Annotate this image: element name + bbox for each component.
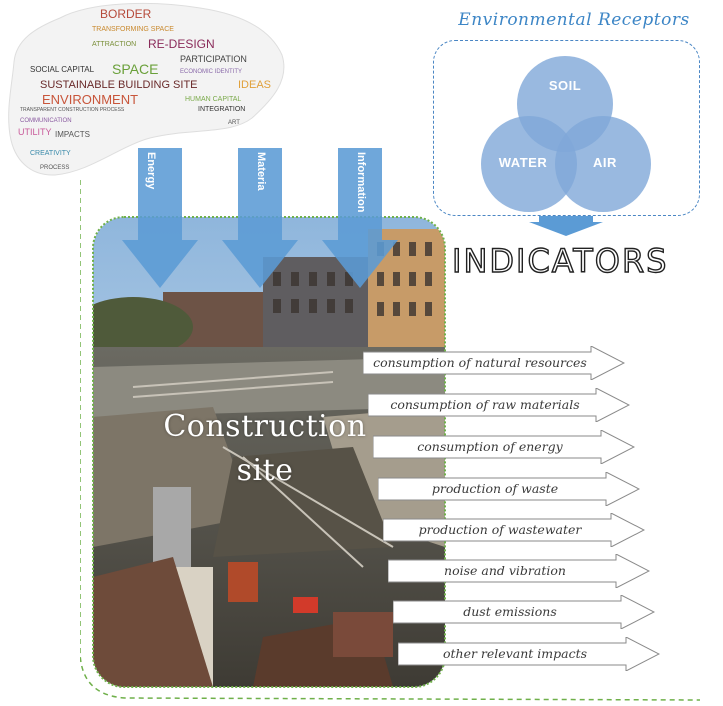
indicator-arrow: production of wastewater (383, 513, 645, 547)
cloud-word: ART (228, 120, 240, 126)
boundary-dashed-line (80, 180, 701, 701)
cloud-word: IDEAS (238, 79, 272, 91)
venn-label-soil: SOIL (548, 78, 582, 93)
materia-arrow (222, 148, 298, 288)
site-label-line1: Construction (163, 409, 367, 444)
site-label: Construction site (150, 405, 380, 492)
cloud-word: ECONOMIC IDENTITY (180, 69, 243, 75)
cloud-word: IMPACTS (55, 130, 90, 139)
indicator-text: production of wastewater (418, 522, 582, 537)
venn-label-air: AIR (593, 155, 617, 170)
indicator-text: consumption of raw materials (390, 397, 580, 412)
cloud-word: PROCESS (40, 165, 70, 171)
cloud-word: PARTICIPATION (180, 54, 247, 64)
indicator-arrow-shape (383, 513, 645, 547)
indicator-arrow-shape (393, 595, 655, 629)
cloud-word: BORDER (100, 7, 152, 21)
indicator-text: consumption of energy (417, 439, 563, 454)
flow-arrows (122, 148, 398, 288)
receptors-box (433, 40, 700, 216)
indicator-arrow-shape (373, 430, 635, 464)
indicator-arrow: consumption of energy (373, 430, 635, 464)
flow-label-information: Information (355, 152, 367, 213)
receptors-down-arrow (529, 216, 603, 236)
cloud-word: ENVIRONMENT (42, 92, 139, 107)
indicator-arrow: production of waste (378, 472, 640, 506)
flow-label-materia: Materia (255, 152, 267, 191)
indicator-arrow-shape (388, 554, 650, 588)
cloud-word: TRANSFORMING SPACE (92, 26, 174, 33)
cloud-word: RE-DESIGN (148, 37, 215, 51)
cloud-word: HUMAN CAPITAL (185, 96, 242, 103)
air-circle (555, 116, 651, 212)
indicator-arrow: dust emissions (393, 595, 655, 629)
cloud-word: COMMUNICATION (20, 118, 72, 124)
indicator-arrow: noise and vibration (388, 554, 650, 588)
indicator-text: production of waste (431, 481, 559, 496)
site-label-line2: site (236, 452, 294, 488)
cloud-word: INTEGRATION (198, 106, 246, 113)
indicator-text: dust emissions (463, 604, 557, 619)
indicator-text: consumption of natural resources (373, 355, 587, 370)
cloud-word: SPACE (112, 61, 159, 77)
cloud-word: SUSTAINABLE BUILDING SITE (40, 79, 198, 91)
cloud-word: CREATIVITY (30, 150, 71, 157)
indicator-arrow-shape (398, 637, 660, 671)
receptors-venn (481, 56, 651, 236)
indicator-text: other relevant impacts (442, 646, 588, 661)
indicator-arrow-shape (363, 346, 625, 380)
information-arrow (322, 148, 398, 288)
cloud-word: UTILITY (18, 127, 52, 137)
cloud-word: SOCIAL CAPITAL (30, 65, 95, 74)
cloud-word: TRANSPARENT CONSTRUCTION PROCESS (20, 107, 125, 113)
indicator-arrow-shape (378, 472, 640, 506)
water-circle (481, 116, 577, 212)
word-cloud: BORDER TRANSFORMING SPACE ATTRACTION RE-… (0, 0, 290, 176)
site-scene (93, 217, 445, 687)
indicator-arrow: consumption of natural resources (363, 346, 625, 380)
indicator-text: noise and vibration (444, 563, 566, 578)
venn-label-water: WATER (498, 155, 548, 170)
construction-site-photo (93, 217, 445, 687)
cloud-word: ATTRACTION (92, 41, 137, 48)
indicators-title: INDICATORS (451, 241, 669, 280)
indicator-arrow: consumption of raw materials (368, 388, 630, 422)
indicator-arrow: other relevant impacts (398, 637, 660, 671)
indicator-arrow-shape (368, 388, 630, 422)
word-cloud-background (8, 2, 285, 176)
receptors-title: Environmental Receptors (458, 10, 690, 30)
energy-arrow (122, 148, 198, 288)
flow-label-energy: Energy (145, 152, 157, 190)
